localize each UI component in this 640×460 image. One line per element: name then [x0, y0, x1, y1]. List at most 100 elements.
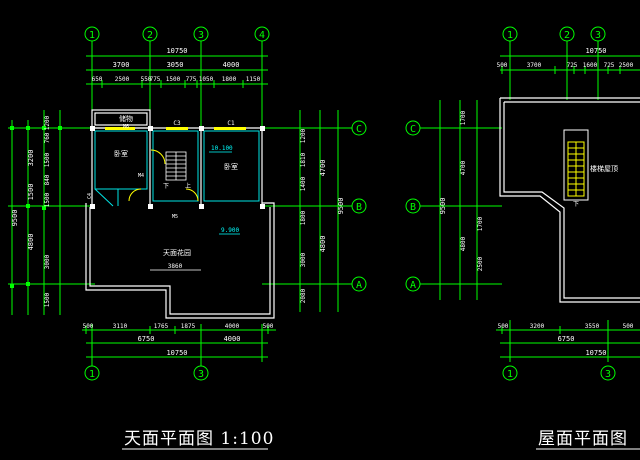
plan1-axis-2-top: 2	[147, 30, 153, 41]
plan1-door-arcs	[128, 149, 199, 202]
plan2-dim-bottom-r2: 6750	[558, 335, 575, 343]
plan1-top-dim-lines	[86, 52, 268, 88]
plan2-dim-bottom-3: 500	[623, 323, 634, 330]
plan1-dim-right-o0: 4700	[319, 160, 327, 177]
plan2-dim-bottom-1: 3200	[530, 323, 545, 330]
plan1-dim-left-i3: 840	[44, 174, 51, 185]
plan1-axis-3-top: 3	[198, 30, 204, 41]
plan1-dim-right-total: 9500	[337, 198, 345, 215]
plan1-axis-c: C	[356, 124, 362, 135]
plan1-room-store: 储物	[119, 114, 133, 123]
plan1-dim-r3-7: 1800	[222, 76, 237, 83]
plan2-dim-side-1: 4700	[460, 160, 467, 175]
plan1-room-bedroom-left: 卧室	[114, 149, 128, 158]
plan1-walls	[85, 109, 275, 319]
plan1-dim-r3-6: 1050	[199, 76, 214, 83]
plan2-dim-top-5: 2500	[619, 62, 634, 69]
plan1-title: 天面平面图 1:100	[124, 429, 275, 449]
plan1-room-bedroom-right: 卧室	[224, 162, 238, 171]
plan2-dim-top-0: 500	[497, 62, 508, 69]
plan2-stair-head	[563, 129, 589, 201]
plan1-dim-left-i0: 760	[44, 132, 51, 143]
plan2-roof: 1 2 3 10750 500 3700 725 1600 725 2500 C…	[405, 26, 640, 381]
plan2-roof-outline	[499, 97, 640, 303]
plan2-axis-top	[500, 26, 640, 100]
plan1-windows	[105, 127, 246, 130]
plan1-inner-walls	[94, 130, 260, 207]
plan2-dim-bottom-total: 10750	[585, 349, 606, 357]
plan2-dim-side-0: 1700	[460, 110, 467, 125]
plan1-up: 上	[185, 182, 191, 190]
plan1-dim-left-i1: 1200	[44, 115, 51, 130]
plan1-dim-right-i1: 1810	[300, 152, 307, 167]
plan2-axis-1-bottom: 1	[507, 369, 513, 380]
plan1-dim-r3-8: 1150	[246, 76, 261, 83]
plan1-dim-left-i5: 3000	[44, 254, 51, 269]
plan1-dim-left-total: 9500	[11, 210, 19, 227]
plan1-axis-3-bottom: 3	[198, 369, 204, 380]
plan1-dim-right-i3: 1800	[300, 210, 307, 225]
plan1-stair	[165, 151, 187, 181]
plan1-dim-left-i4: 1500	[44, 192, 51, 207]
plan1-axis-4-top: 4	[259, 30, 265, 41]
plan1-dim-bottom-0: 500	[83, 323, 94, 330]
plan2-dim-top-total: 10750	[585, 47, 606, 55]
plan2-dim-bottom-0: 500	[498, 323, 509, 330]
plan1-dim-left-o0: 3200	[27, 150, 35, 167]
plan1-bottom-dim-lines	[82, 324, 276, 366]
plan1-dim-right-o1: 4800	[319, 236, 327, 253]
plan1-dim-top-b: 3050	[167, 61, 184, 69]
plan1-dim-r3-3: 775	[150, 76, 161, 83]
plan1-code-c1: C1	[227, 120, 235, 127]
plan2-left-grid	[405, 100, 502, 300]
plan1-dim-bottom-2: 1765	[154, 323, 169, 330]
plan1-elev-floor: 10.100	[211, 145, 233, 152]
plan1-code-m6: M6	[123, 124, 129, 130]
plan1-dim-right-i4: 3000	[300, 252, 307, 267]
plan1-axis-1-bottom: 1	[89, 369, 95, 380]
plan2-dim-top-3: 1600	[583, 62, 598, 69]
plan1-room-terrace: 天面花园	[163, 248, 191, 257]
plan2-axis-b: B	[410, 202, 416, 213]
plan2-axis-3-top: 3	[595, 30, 601, 41]
plan2-dim-side-3: 4800	[460, 236, 467, 251]
plan2-down: 下	[573, 201, 579, 208]
plan1-dim-bottom-total: 10750	[166, 349, 187, 357]
plan2-dim-bottom-2: 3550	[585, 323, 600, 330]
plan1-dim-left-i6: 1500	[44, 292, 51, 307]
plan2-axis-bottom	[502, 365, 616, 381]
plan1-dim-r3-5: 775	[186, 76, 197, 83]
plan1-dim-r3-1: 2500	[115, 76, 130, 83]
plan1-left-grid	[8, 110, 95, 315]
plan2-axis-2-top: 2	[564, 30, 570, 41]
plan2-axis-a: A	[410, 280, 416, 291]
plan1-dim-left-o2: 4800	[27, 234, 35, 251]
plan1-dim-r3-2: 550	[141, 76, 152, 83]
plan1-dim-bottom-5: 500	[263, 323, 274, 330]
plan1-code-c4: C4	[87, 193, 93, 199]
plan1-dim-bottom-r2-1: 4000	[224, 335, 241, 343]
plan2-dim-top-1: 3700	[527, 62, 542, 69]
plan1-axis-bottom	[84, 365, 209, 381]
plan1-dim-top-c: 4000	[223, 61, 240, 69]
plan1-right-grid	[262, 110, 367, 312]
plan1-dim-right-i2: 1400	[300, 176, 307, 191]
plan1-dim-bottom-1: 3110	[113, 323, 128, 330]
plan1-down: 下	[163, 183, 169, 190]
plan1-dim-left-i2: 1500	[44, 152, 51, 167]
plan2-room-stair: 楼梯屋顶	[590, 164, 618, 173]
plan1-dim-bottom-r2-0: 6750	[138, 335, 155, 343]
plan1-axis-a: A	[356, 280, 362, 291]
plan1-dim-right-i5: 2080	[300, 288, 307, 303]
plan1-elev-terrace: 9.900	[221, 227, 239, 234]
plan1-inner-dim: 3860	[168, 263, 183, 270]
plan2-axis-3-bottom: 3	[605, 369, 611, 380]
plan1-columns	[90, 126, 265, 209]
plan2-dim-top-2: 725	[567, 62, 578, 69]
plan1-dim-r3-4: 1500	[166, 76, 181, 83]
plan2-axis-1-top: 1	[507, 30, 513, 41]
plan2-title: 屋面平面图	[538, 429, 628, 449]
plan2-dim-top-4: 725	[604, 62, 615, 69]
plan1-code-m4: M4	[138, 173, 144, 179]
